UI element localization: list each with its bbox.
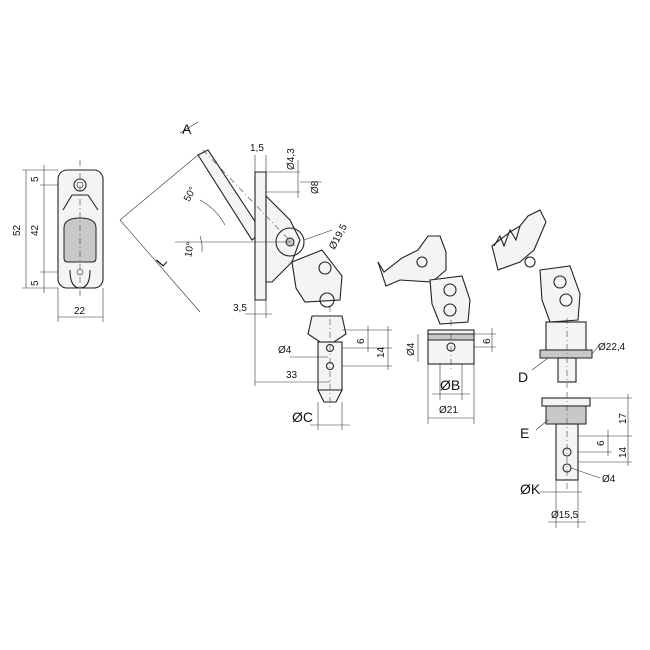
- de-leader-pin: [570, 467, 601, 479]
- side-dim-pivot: Ø19,5: [327, 222, 350, 252]
- de-collar-D: [539, 349, 593, 359]
- de-E-block: [545, 405, 587, 425]
- side-rod-head: [307, 315, 347, 343]
- b-joint-hole-lower: [443, 303, 457, 317]
- side-dim-14: 14: [376, 346, 387, 358]
- de-label-E: E: [520, 425, 529, 441]
- side-L-line: [119, 219, 201, 313]
- side-dim-hole-small: Ø4,3: [286, 148, 297, 170]
- side-angle-10: 10°: [183, 241, 196, 258]
- side-dim-hole-large: Ø8: [310, 180, 321, 194]
- de-jaw-pin: [524, 256, 536, 268]
- side-arm: [197, 149, 263, 241]
- de-dim-14: 14: [618, 446, 629, 458]
- variant-de: Ø22,4 D E 17 6 14 Ø4 ØK Ø15,5: [491, 209, 632, 528]
- side-dim-1-5: 1,5: [250, 143, 264, 154]
- b-dim-6: 6: [482, 338, 493, 344]
- de-label-K: ØK: [520, 481, 541, 497]
- de-joint-body: [539, 265, 581, 323]
- b-dim-21: Ø21: [439, 405, 458, 416]
- de-dim-pin: Ø4: [602, 474, 616, 485]
- de-leader-D: [531, 357, 549, 371]
- side-dim-3-5: 3,5: [233, 303, 247, 314]
- side-joint-hole-upper: [318, 261, 332, 275]
- side-leader-pivot: [303, 229, 333, 241]
- side-label-A: A: [182, 121, 192, 137]
- side-dim-pin-hole: Ø4: [278, 345, 292, 356]
- de-leader-E: [535, 419, 549, 431]
- side-rod-tip: [317, 389, 343, 403]
- de-joint-hole-upper: [553, 275, 567, 289]
- front-dim-52: 52: [12, 224, 23, 236]
- de-jaw-teeth: [493, 225, 521, 248]
- b-jaw: [377, 235, 447, 287]
- de-jaw: [491, 209, 547, 271]
- side-view: A L 50° 10° 1,5 Ø4,3 Ø8 Ø19,5 3,5 Ø4 6 1…: [119, 121, 392, 430]
- side-A-line: [179, 121, 199, 134]
- side-mount-plate: [254, 171, 267, 301]
- de-joint-hole-lower: [559, 293, 573, 307]
- b-jaw-pin: [416, 256, 428, 268]
- de-label-D: D: [518, 369, 528, 385]
- de-leader-collar: [591, 343, 601, 355]
- side-angle-arc-50: [199, 199, 226, 226]
- side-arm-centerline: [202, 149, 296, 247]
- side-angle-arc-10: [199, 235, 203, 253]
- side-joint-body: [291, 249, 343, 303]
- front-dim-42: 42: [30, 224, 41, 236]
- front-dim-5-bottom: 5: [30, 280, 41, 286]
- side-L-ext-top: [119, 154, 199, 221]
- side-label-C: ØC: [292, 409, 313, 425]
- b-joint-hole-upper: [443, 283, 457, 297]
- side-rod-hole-1: [325, 343, 335, 353]
- side-dim-6: 6: [356, 338, 367, 344]
- side-angle-50: 50°: [182, 185, 199, 204]
- de-dim-collar: Ø22,4: [598, 342, 626, 353]
- front-view: 52 42 5 5 22: [12, 160, 104, 322]
- b-label-B: ØB: [440, 377, 460, 393]
- b-dim-hole: Ø4: [406, 342, 417, 356]
- side-label-L: L: [153, 253, 170, 269]
- de-upper-block: [545, 321, 587, 351]
- de-collar-E: [541, 397, 591, 407]
- de-dim-17: 17: [618, 412, 629, 424]
- front-dim-22: 22: [74, 306, 86, 317]
- b-joint-body: [429, 275, 471, 325]
- front-bottom-slot: [69, 269, 91, 289]
- front-dim-5-top: 5: [30, 176, 41, 182]
- side-dim-33: 33: [286, 370, 298, 381]
- de-dim-15-5: Ø15,5: [551, 510, 579, 521]
- side-joint-hole-lower: [319, 292, 335, 308]
- variant-b: Ø4 6 ØB Ø21: [377, 235, 496, 424]
- de-dim-6: 6: [596, 440, 607, 446]
